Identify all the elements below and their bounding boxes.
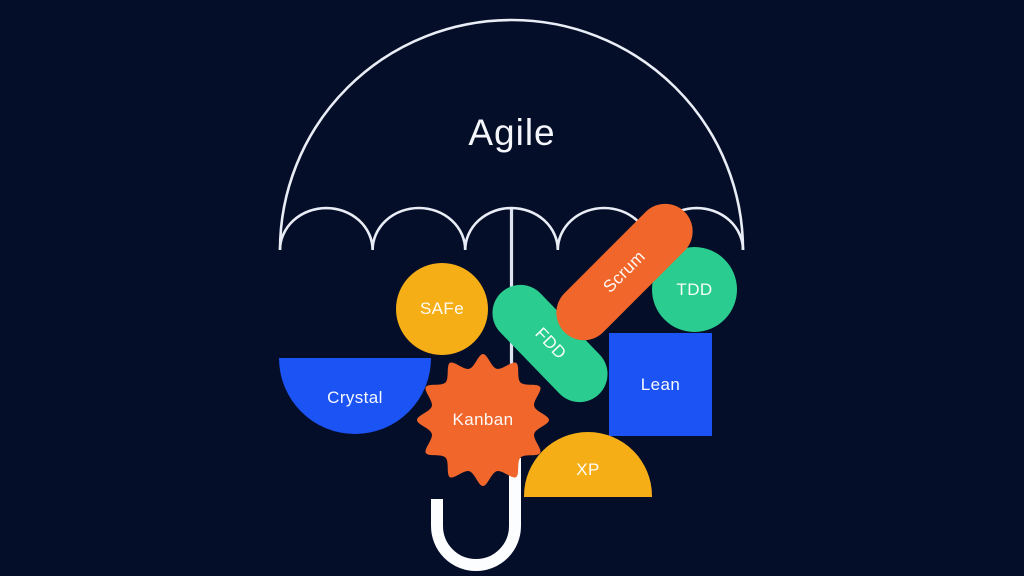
starburst-icon [417,354,549,486]
lean-label: Lean [640,374,681,394]
umbrella-handle [431,458,521,571]
crystal-label: Crystal [327,388,383,407]
shape-lean-square: Lean [609,333,712,436]
safe-label: SAFe [419,299,465,318]
scrum-label: Scrum [599,246,649,297]
umbrella-dome-outline [278,18,745,251]
shape-safe-circle: SAFe [396,263,488,355]
xp-label: XP [576,459,600,479]
tdd-label: TDD [676,279,713,299]
shape-kanban-starburst [417,354,549,486]
agile-title: Agile [468,112,556,153]
